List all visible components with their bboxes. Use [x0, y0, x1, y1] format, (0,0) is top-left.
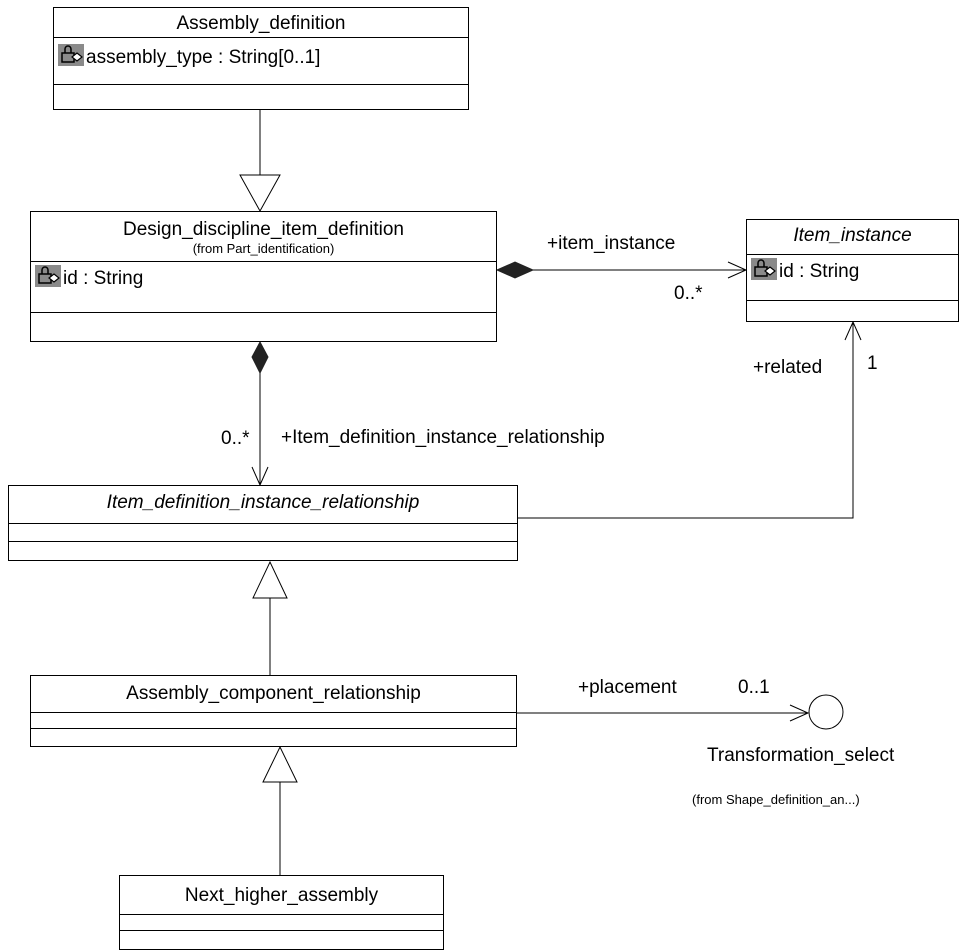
compartment-divider	[9, 541, 517, 542]
package-note: (from Part_identification)	[192, 241, 335, 256]
composition-diamond	[251, 340, 269, 375]
role-label-placement: +placement	[578, 677, 677, 698]
compartment-divider	[31, 728, 516, 729]
attribute-compartment	[9, 524, 517, 541]
class-assembly-component-relationship[interactable]: Assembly_component_relationship	[30, 675, 517, 747]
generalization-arrowhead	[262, 745, 298, 783]
association-arrowhead	[844, 320, 862, 341]
lock-attribute-icon	[35, 265, 61, 287]
association-line	[518, 322, 854, 519]
compartment-divider	[747, 254, 958, 255]
multiplicity-idir: 0..*	[221, 428, 250, 449]
generalization-arrowhead	[252, 560, 288, 599]
attribute-row: id : String	[747, 255, 958, 300]
attribute-text: id : String	[779, 261, 860, 282]
class-item-definition-instance-relationship[interactable]: Item_definition_instance_relationship	[8, 485, 518, 561]
attribute-compartment	[31, 713, 516, 728]
class-name: Next_higher_assembly	[184, 885, 379, 906]
attribute-row: id : String	[31, 262, 496, 312]
generalization-arrowhead	[239, 174, 281, 213]
interface-package-note: (from Shape_definition_an...)	[692, 792, 860, 807]
lock-attribute-icon	[58, 44, 84, 66]
compartment-divider	[120, 914, 443, 915]
compartment-divider	[31, 312, 496, 313]
multiplicity-related: 1	[867, 353, 878, 374]
lock-attribute-icon	[751, 258, 777, 280]
class-name: Design_discipline_item_definition	[123, 219, 404, 240]
multiplicity-placement: 0..1	[738, 677, 770, 698]
class-name: Assembly_component_relationship	[126, 683, 421, 704]
role-label-idir: +Item_definition_instance_relationship	[281, 427, 605, 448]
association-arrowhead	[789, 704, 810, 722]
class-name: Assembly_definition	[176, 13, 346, 34]
role-label-item-instance: +item_instance	[547, 233, 676, 254]
compartment-divider	[54, 84, 468, 85]
compartment-divider	[9, 523, 517, 524]
class-next-higher-assembly[interactable]: Next_higher_assembly	[119, 875, 444, 950]
role-label-related: +related	[753, 357, 823, 378]
multiplicity-item-instance: 0..*	[674, 283, 703, 304]
compartment-divider	[31, 261, 496, 262]
class-name: Item_definition_instance_relationship	[106, 492, 420, 513]
attribute-text: assembly_type : String[0..1]	[86, 47, 321, 68]
interface-name: Transformation_select	[707, 745, 895, 766]
attribute-row: assembly_type : String[0..1]	[54, 38, 468, 84]
class-design-discipline-item-definition[interactable]: Design_discipline_item_definition (from …	[30, 211, 497, 342]
attribute-text: id : String	[63, 268, 144, 289]
compartment-divider	[31, 712, 516, 713]
attribute-compartment	[120, 915, 443, 930]
class-assembly-definition[interactable]: Assembly_definition assembly_type : Stri…	[53, 7, 469, 110]
interface-lollipop-icon	[808, 694, 844, 730]
class-item-instance[interactable]: Item_instance id : String	[746, 219, 959, 322]
compartment-divider	[120, 930, 443, 931]
compartment-divider	[54, 37, 468, 38]
class-name: Item_instance	[793, 225, 912, 246]
compartment-divider	[747, 300, 958, 301]
composition-diamond	[495, 261, 535, 279]
